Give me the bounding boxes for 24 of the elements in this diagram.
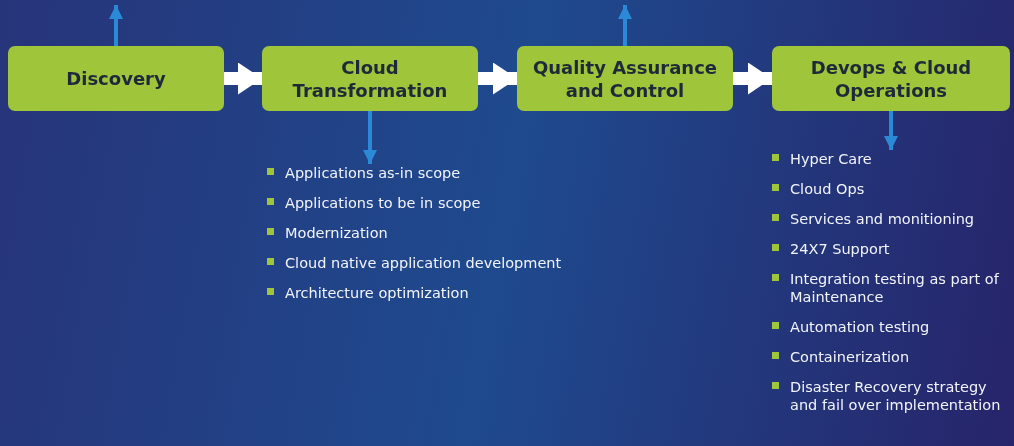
arrow: [363, 111, 377, 164]
bullet-item: Modernization: [265, 224, 605, 242]
bullet-item: Cloud native application development: [265, 254, 605, 272]
bullet-item: Containerization: [770, 348, 1014, 366]
arrow: [884, 111, 898, 150]
process-box: Devops & Cloud Operations: [772, 46, 1010, 111]
arrow: [478, 62, 517, 95]
arrow: [109, 5, 123, 46]
bullet-item: 24X7 Support: [770, 240, 1014, 258]
bullet-item: Services and monitioning: [770, 210, 1014, 228]
process-box: Quality Assurance and Control: [517, 46, 733, 111]
arrow: [224, 62, 262, 95]
bullet-item: Disaster Recovery strategy and fail over implementation: [770, 378, 1014, 414]
bullet-item: Applications as-in scope: [265, 164, 605, 182]
bullet-item: Architecture optimization: [265, 284, 605, 302]
arrow: [618, 5, 632, 46]
process-box: Discovery: [8, 46, 224, 111]
arrow: [733, 62, 772, 95]
bullet-item: Applications to be in scope: [265, 194, 605, 212]
bullet-item: Cloud Ops: [770, 180, 1014, 198]
bullet-item: Integration testing as part of Maintenance: [770, 270, 1014, 306]
bullet-item: Automation testing: [770, 318, 1014, 336]
bullet-item: Hyper Care: [770, 150, 1014, 168]
process-box: Cloud Transformation: [262, 46, 478, 111]
